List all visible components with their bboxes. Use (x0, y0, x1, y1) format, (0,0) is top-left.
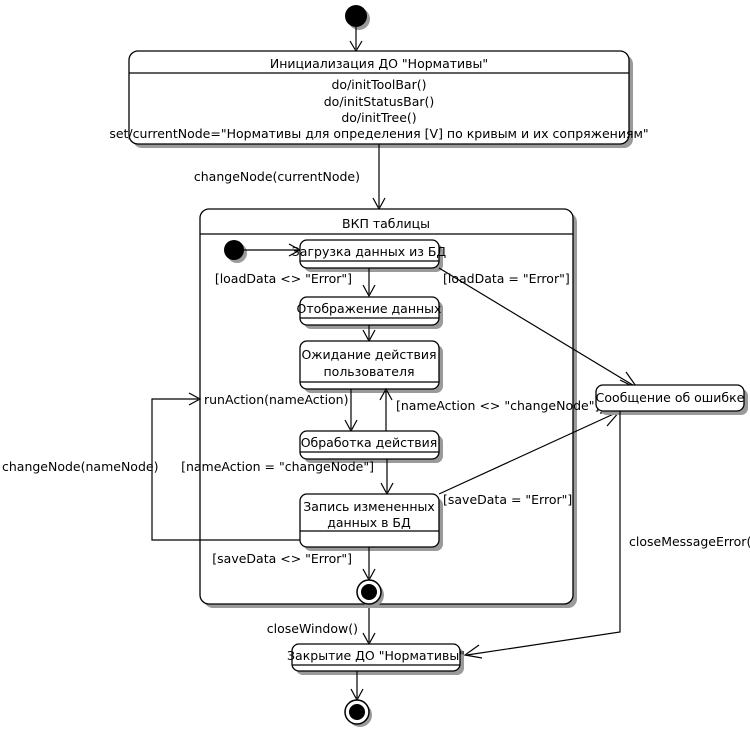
initialization-action-0: do/initToolBar() (332, 77, 427, 92)
label-name-action-not-change: [nameAction <> "changeNode"] (396, 398, 599, 413)
label-load-error: [loadData = "Error"] (443, 271, 570, 286)
edge-close-do-to-final (350, 671, 364, 702)
error-message-title: Сообщение об ошибке (596, 390, 745, 405)
initialization-action-1: do/initStatusBar() (324, 94, 435, 109)
initialization-action-3: set/currentNode="Нормативы для определен… (109, 126, 648, 141)
state-save-data: Запись измененных данных в БД (299, 493, 443, 551)
state-wait-action: Ожидание действия пользователя (299, 340, 443, 393)
initialization-title: Инициализация ДО "Нормативы" (270, 56, 488, 71)
label-name-action-change: [nameAction = "changeNode"] (181, 459, 374, 474)
final-state-node (344, 699, 372, 727)
edge-initial-to-initialization (349, 27, 363, 53)
state-process-action: Обработка действия (299, 430, 443, 463)
edge-error-to-close-do: closeMessageError() (463, 411, 750, 659)
wait-action-title-line1: Ожидание действия (301, 347, 436, 362)
edge-composite-to-close-do: closeWindow() (267, 608, 376, 646)
composite-state-title: ВКП таблицы (342, 216, 430, 231)
state-error-message: Сообщение об ошибке (595, 384, 748, 415)
inner-final-state-node (356, 579, 384, 607)
edge-initialization-to-composite: changeNode(currentNode) (194, 144, 386, 211)
label-save-ok: [saveData <> "Error"] (212, 551, 352, 566)
edge-process-to-wait: [nameAction <> "changeNode"] (379, 387, 599, 431)
load-data-title: Загрузка данных из БД (292, 244, 447, 259)
state-initialization: Инициализация ДО "Нормативы" do/initTool… (109, 50, 649, 148)
label-close-window: closeWindow() (267, 621, 358, 636)
inner-initial-state-node (224, 240, 247, 263)
save-data-title-line1: Запись измененных (303, 499, 435, 514)
save-data-title-line2: данных в БД (327, 515, 411, 530)
edge-change-node-loop: changeNode(nameNode) (2, 392, 300, 541)
edge-load-to-show: [loadData <> "Error"] (215, 268, 376, 298)
state-load-data: Загрузка данных из БД (292, 239, 447, 272)
edge-save-to-error: [saveData = "Error"] (438, 410, 622, 507)
label-save-error: [saveData = "Error"] (443, 492, 572, 507)
state-show-data: Отображение данных (297, 296, 443, 329)
initial-state-node (345, 5, 370, 30)
close-do-title: Закрытие ДО "Нормативы" (287, 648, 465, 663)
label-change-node-name: changeNode(nameNode) (2, 459, 158, 474)
process-action-title: Обработка действия (301, 435, 438, 450)
wait-action-title-line2: пользователя (324, 364, 415, 379)
edge-process-to-save: [nameAction = "changeNode"] (181, 459, 394, 496)
label-load-ok: [loadData <> "Error"] (215, 271, 352, 286)
label-run-action: runAction(nameAction) (204, 392, 348, 407)
label-change-node-current: changeNode(currentNode) (194, 169, 360, 184)
state-close-do: Закрытие ДО "Нормативы" (287, 643, 465, 675)
initialization-action-2: do/initTree() (341, 110, 416, 125)
show-data-title: Отображение данных (297, 301, 442, 316)
edge-load-to-error: [loadData = "Error"] (438, 267, 639, 390)
label-close-message-error: closeMessageError() (629, 534, 750, 549)
